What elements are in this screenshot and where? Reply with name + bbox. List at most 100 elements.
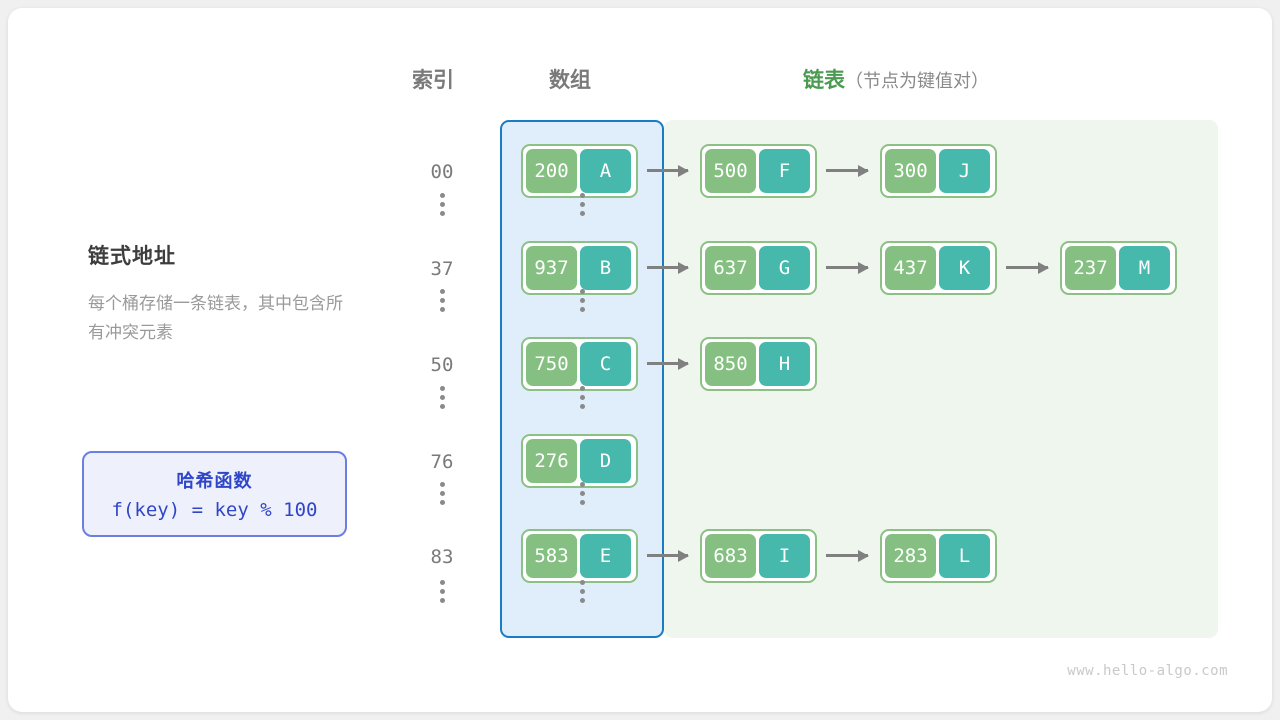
- node-value: G: [759, 246, 810, 290]
- node-value: E: [580, 534, 631, 578]
- chain-arrow-icon: [647, 164, 689, 177]
- chain-arrow-icon: [826, 261, 869, 274]
- node-value: D: [580, 439, 631, 483]
- chain-arrow-icon: [826, 164, 869, 177]
- index-label: 76: [430, 451, 454, 473]
- index-ellipsis: [432, 580, 452, 603]
- array-ellipsis: [572, 386, 592, 409]
- column-header-index: 索引: [412, 69, 454, 92]
- node-key: 937: [526, 246, 577, 290]
- node-key: 200: [526, 149, 577, 193]
- node-value: H: [759, 342, 810, 386]
- dot: [579, 289, 585, 294]
- node-value: I: [759, 534, 810, 578]
- index-label: 83: [430, 546, 454, 568]
- dot: [579, 500, 585, 505]
- dot: [439, 404, 445, 409]
- dot: [579, 202, 585, 207]
- dot: [579, 404, 585, 409]
- node-key: 276: [526, 439, 577, 483]
- array-ellipsis: [572, 580, 592, 603]
- dot: [579, 482, 585, 487]
- dot: [439, 289, 445, 294]
- dot: [439, 193, 445, 198]
- section-title: 链式地址: [88, 245, 176, 268]
- dot: [439, 395, 445, 400]
- index-ellipsis: [432, 193, 452, 216]
- dot: [579, 491, 585, 496]
- column-header-linkedlist: 链表（节点为键值对）: [803, 64, 989, 94]
- dot: [579, 580, 585, 585]
- dot: [579, 598, 585, 603]
- dot: [439, 580, 445, 585]
- array-ellipsis: [572, 289, 592, 312]
- chain-arrow-icon: [647, 357, 689, 370]
- dot: [579, 298, 585, 303]
- dot: [439, 598, 445, 603]
- chain-arrow-icon: [647, 549, 689, 562]
- dot: [439, 589, 445, 594]
- watermark: www.hello-algo.com: [1067, 663, 1228, 679]
- dot: [579, 211, 585, 216]
- index-ellipsis: [432, 482, 452, 505]
- array-ellipsis: [572, 482, 592, 505]
- node-key: 683: [705, 534, 756, 578]
- hash-function-box: 哈希函数 f(key) = key % 100: [82, 451, 347, 537]
- dot: [439, 482, 445, 487]
- chain-arrow-icon: [826, 549, 869, 562]
- index-ellipsis: [432, 386, 452, 409]
- dot: [579, 307, 585, 312]
- dot: [439, 202, 445, 207]
- node-value: L: [939, 534, 990, 578]
- index-label: 37: [430, 258, 454, 280]
- node-key: 500: [705, 149, 756, 193]
- column-header-array: 数组: [549, 69, 591, 92]
- node-value: J: [939, 149, 990, 193]
- node-key: 850: [705, 342, 756, 386]
- column-header-linkedlist-sub: （节点为键值对）: [845, 71, 989, 91]
- array-ellipsis: [572, 193, 592, 216]
- dot: [439, 298, 445, 303]
- hash-function-formula: f(key) = key % 100: [111, 499, 318, 521]
- dot: [579, 395, 585, 400]
- dot: [579, 193, 585, 198]
- dot: [439, 491, 445, 496]
- node-value: B: [580, 246, 631, 290]
- column-header-linkedlist-main: 链表: [803, 69, 845, 92]
- dot: [439, 307, 445, 312]
- node-key: 437: [885, 246, 936, 290]
- dot: [439, 500, 445, 505]
- node-key: 637: [705, 246, 756, 290]
- node-key: 237: [1065, 246, 1116, 290]
- index-ellipsis: [432, 289, 452, 312]
- node-key: 750: [526, 342, 577, 386]
- diagram-card: 索引 数组 链表（节点为键值对） 链式地址 每个桶存储一条链表，其中包含所有冲突…: [8, 8, 1272, 712]
- index-label: 00: [430, 161, 454, 183]
- dot: [439, 211, 445, 216]
- dot: [579, 589, 585, 594]
- chain-arrow-icon: [1006, 261, 1049, 274]
- section-description: 每个桶存储一条链表，其中包含所有冲突元素: [88, 294, 343, 342]
- node-key: 583: [526, 534, 577, 578]
- chain-arrow-icon: [647, 261, 689, 274]
- dot: [579, 386, 585, 391]
- node-value: F: [759, 149, 810, 193]
- node-value: K: [939, 246, 990, 290]
- dot: [439, 386, 445, 391]
- index-label: 50: [430, 354, 454, 376]
- node-key: 300: [885, 149, 936, 193]
- node-key: 283: [885, 534, 936, 578]
- node-value: C: [580, 342, 631, 386]
